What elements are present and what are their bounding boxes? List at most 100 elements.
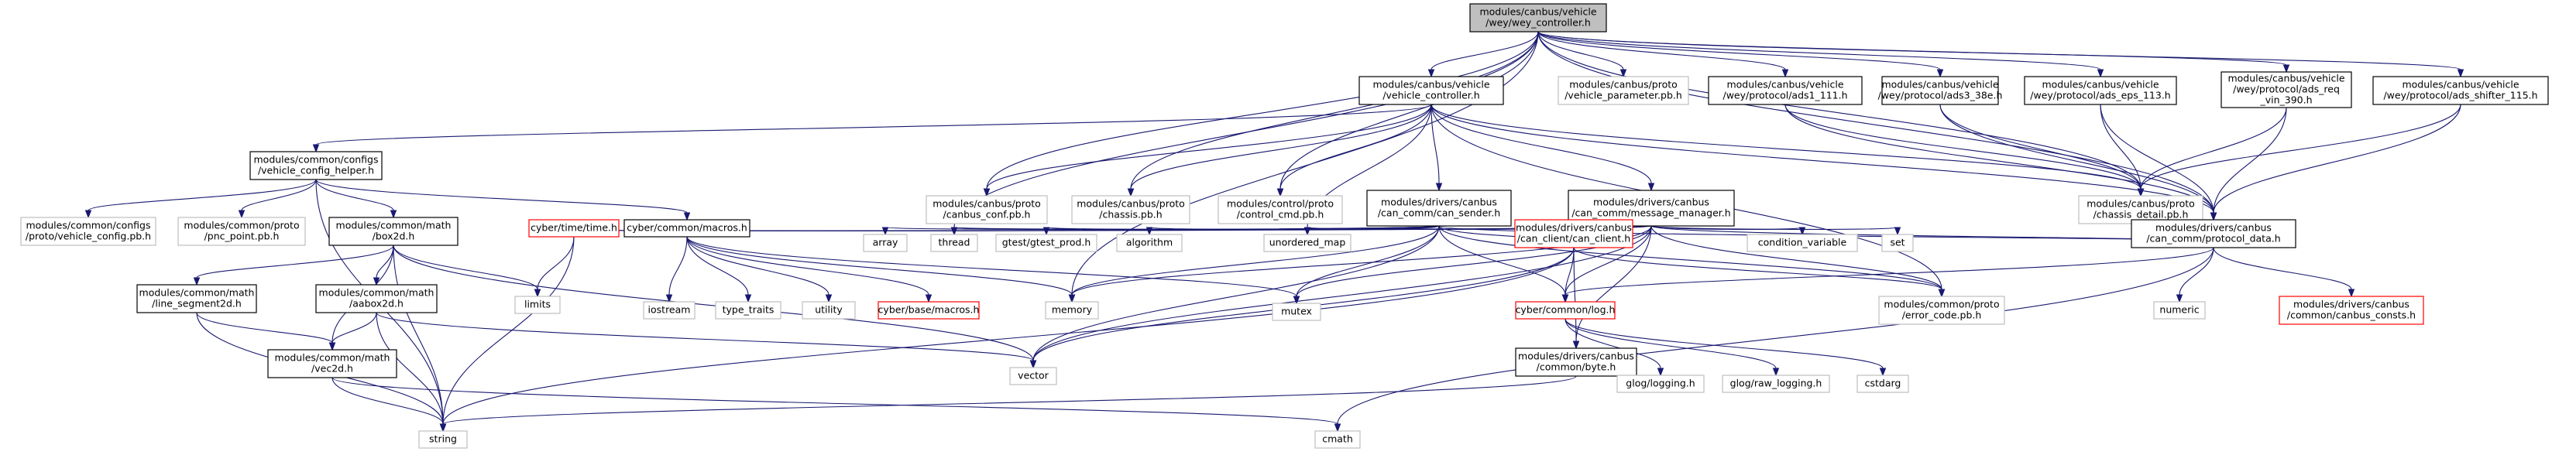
node-label-line: /can_client/can_client.h bbox=[1517, 233, 1630, 245]
node-limits[interactable]: limits bbox=[514, 296, 561, 314]
node-string[interactable]: string bbox=[418, 430, 468, 449]
node-label-line: modules/drivers/canbus bbox=[1593, 197, 1709, 208]
edge-cfg-helper-to-box2d bbox=[315, 179, 397, 219]
node-base-macros[interactable]: cyber/base/macros.h bbox=[878, 301, 980, 320]
node-protocol-data[interactable]: modules/drivers/canbus/can_comm/protocol… bbox=[2131, 219, 2296, 248]
edge-root-to-control-cmd bbox=[1276, 31, 1539, 197]
node-can-sender[interactable]: modules/drivers/canbus/can_comm/can_send… bbox=[1366, 190, 1512, 227]
node-label-line: /can_comm/can_sender.h bbox=[1378, 207, 1500, 219]
node-shifter[interactable]: modules/canbus/vehicle/wey/protocol/ads_… bbox=[2372, 76, 2549, 105]
node-box bbox=[863, 234, 908, 252]
node-box bbox=[177, 217, 306, 246]
edge-protocol-data-to-numeric bbox=[2176, 247, 2214, 303]
node-condvar[interactable]: condition_variable bbox=[1747, 234, 1858, 252]
node-veh-config[interactable]: modules/common/configs/proto/vehicle_con… bbox=[20, 217, 156, 246]
edge-vc-to-can-sender bbox=[1431, 104, 1443, 192]
edge-root-to-eps bbox=[1537, 31, 2104, 78]
node-box bbox=[995, 234, 1097, 252]
node-memory[interactable]: memory bbox=[1045, 301, 1099, 320]
node-veh-param[interactable]: modules/canbus/proto/vehicle_parameter.p… bbox=[1558, 76, 1689, 105]
node-aabox[interactable]: modules/common/math/aabox2d.h bbox=[315, 284, 438, 313]
node-can-client[interactable]: modules/drivers/canbus/can_client/can_cl… bbox=[1514, 219, 1633, 248]
node-log[interactable]: cyber/common/log.h bbox=[1515, 301, 1616, 320]
edge-can-client-to-log bbox=[1561, 247, 1575, 303]
node-box bbox=[1366, 190, 1512, 227]
node-label-line: /vehicle_config_helper.h bbox=[258, 165, 374, 176]
node-label-line: modules/canbus/proto bbox=[1077, 198, 1185, 210]
edge-macros-to-mutex bbox=[686, 236, 1300, 305]
node-label-line: /proto/vehicle_config.pb.h bbox=[26, 231, 151, 242]
node-mutex[interactable]: mutex bbox=[1272, 303, 1321, 321]
node-utility[interactable]: utility bbox=[802, 301, 856, 320]
node-raw-logging[interactable]: glog/raw_logging.h bbox=[1722, 375, 1830, 393]
node-label-line: modules/canbus/vehicle bbox=[2402, 79, 2519, 91]
node-label-line: /canbus_conf.pb.h bbox=[943, 209, 1031, 221]
node-vec2d[interactable]: modules/common/math/vec2d.h bbox=[267, 349, 397, 378]
node-box bbox=[878, 301, 980, 320]
node-canbus-conf[interactable]: modules/canbus/proto/canbus_conf.pb.h bbox=[926, 195, 1048, 224]
node-label-line: modules/canbus/proto bbox=[933, 198, 1041, 210]
node-box bbox=[2153, 301, 2206, 320]
node-label-line: modules/drivers/canbus bbox=[2155, 222, 2272, 234]
node-pnc-point[interactable]: modules/common/proto/pnc_point.pb.h bbox=[177, 217, 306, 246]
node-thread[interactable]: thread bbox=[930, 234, 978, 252]
node-control-cmd[interactable]: modules/control/proto/control_cmd.pb.h bbox=[1218, 195, 1343, 224]
node-label-line: cyber/time/time.h bbox=[531, 222, 617, 234]
node-label-line: modules/canbus/vehicle bbox=[1479, 6, 1596, 18]
node-root[interactable]: modules/canbus/vehicle/wey/wey_controlle… bbox=[1469, 3, 1607, 32]
node-line-seg[interactable]: modules/common/math/line_segment2d.h bbox=[136, 284, 257, 313]
edge-msg-mgr-to-set bbox=[1650, 225, 1901, 236]
edge-vc-to-chassis bbox=[1127, 104, 1432, 197]
node-error-code[interactable]: modules/common/proto/error_code.pb.h bbox=[1878, 296, 2005, 325]
node-box bbox=[1009, 367, 1057, 385]
node-cfg-helper[interactable]: modules/common/configs/vehicle_config_he… bbox=[249, 151, 383, 180]
node-label-line: string bbox=[429, 433, 457, 445]
node-vc[interactable]: modules/canbus/vehicle/vehicle_controlle… bbox=[1358, 76, 1504, 105]
node-box bbox=[20, 217, 156, 246]
node-label-line: /wey/protocol/ads_shifter_115.h bbox=[2383, 90, 2537, 101]
node-eps[interactable]: modules/canbus/vehicle/wey/protocol/ads_… bbox=[2024, 76, 2177, 105]
node-box2d[interactable]: modules/common/math/box2d.h bbox=[328, 217, 459, 246]
node-ads1[interactable]: modules/canbus/vehicle/wey/protocol/ads1… bbox=[1708, 76, 1863, 105]
edge-log-to-raw-logging bbox=[1564, 318, 1780, 377]
node-iostream[interactable]: iostream bbox=[643, 301, 696, 320]
node-glog[interactable]: glog/logging.h bbox=[1616, 375, 1705, 393]
node-type-traits[interactable]: type_traits bbox=[715, 301, 781, 320]
node-label-line: /wey/wey_controller.h bbox=[1485, 17, 1591, 29]
node-box bbox=[528, 219, 620, 238]
node-label-line: vector bbox=[1018, 370, 1049, 381]
node-byte[interactable]: modules/drivers/canbus/common/byte.h bbox=[1515, 347, 1637, 377]
node-req[interactable]: modules/canbus/vehicle/wey/protocol/ads_… bbox=[2221, 71, 2352, 108]
edge-can-client-to-byte bbox=[1572, 247, 1580, 350]
node-macros[interactable]: cyber/common/macros.h bbox=[623, 219, 750, 238]
node-numeric[interactable]: numeric bbox=[2153, 301, 2206, 320]
node-label-line: /line_segment2d.h bbox=[152, 298, 242, 310]
node-vector[interactable]: vector bbox=[1009, 367, 1057, 385]
node-label-line: /box2d.h bbox=[373, 231, 415, 242]
node-time[interactable]: cyber/time/time.h bbox=[528, 219, 620, 238]
node-box bbox=[1856, 375, 1909, 393]
node-label-line: /common/canbus_consts.h bbox=[2287, 310, 2416, 321]
node-cstdarg[interactable]: cstdarg bbox=[1856, 375, 1909, 393]
node-array[interactable]: array bbox=[863, 234, 908, 252]
node-algorithm[interactable]: algorithm bbox=[1116, 234, 1183, 252]
node-cmath[interactable]: cmath bbox=[1314, 430, 1361, 449]
node-chassis[interactable]: modules/canbus/proto/chassis.pb.h bbox=[1071, 195, 1190, 224]
node-box bbox=[1515, 347, 1637, 377]
node-gtest[interactable]: gtest/gtest_prod.h bbox=[995, 234, 1097, 252]
node-ads3[interactable]: modules/canbus/vehicle/wey/protocol/ads3… bbox=[1878, 76, 2003, 105]
node-chassis-detail[interactable]: modules/canbus/proto/chassis_detail.pb.h bbox=[2078, 195, 2203, 224]
node-label-line: modules/drivers/canbus bbox=[1518, 351, 1634, 362]
node-canbus-consts[interactable]: modules/drivers/canbus/common/canbus_con… bbox=[2279, 296, 2424, 325]
node-box bbox=[1272, 303, 1321, 321]
node-box bbox=[1881, 234, 1914, 252]
edge-protocol-data-to-cmath bbox=[1334, 247, 2214, 433]
node-set[interactable]: set bbox=[1881, 234, 1914, 252]
node-box bbox=[1218, 195, 1343, 224]
node-label-line: memory bbox=[1052, 304, 1093, 316]
node-umap[interactable]: unordered_map bbox=[1263, 234, 1352, 252]
node-box bbox=[1469, 3, 1607, 32]
node-box bbox=[643, 301, 696, 320]
node-label-line: /chassis.pb.h bbox=[1099, 209, 1162, 221]
